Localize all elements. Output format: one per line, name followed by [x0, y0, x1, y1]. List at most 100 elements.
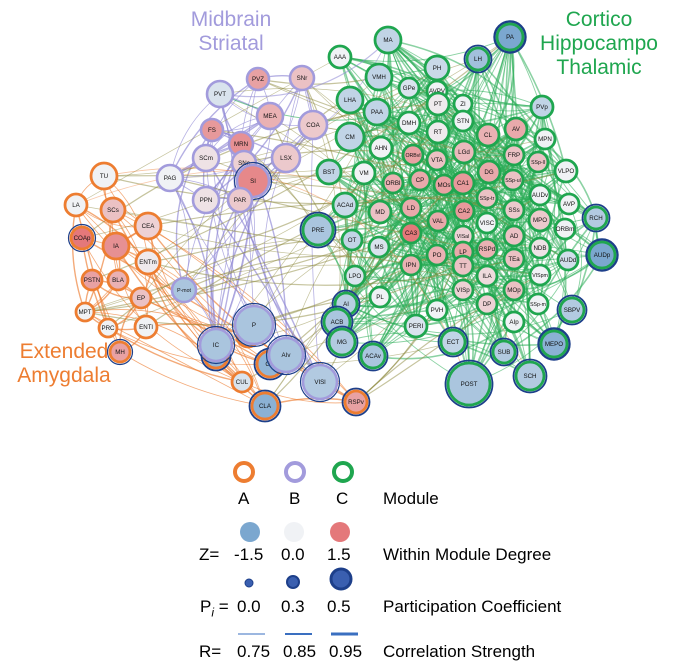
node-AD-circle — [502, 224, 526, 248]
node-TT-circle — [451, 254, 475, 278]
edge-SNr-AUDd — [301, 77, 569, 261]
node-ORBl-circle — [381, 171, 405, 195]
node-SSs-circle — [502, 198, 526, 222]
edge-AIv-STN — [285, 120, 464, 356]
node-AIp: AIp — [502, 310, 526, 334]
node-PT-label: PT — [434, 101, 442, 108]
node-AUDp-participation-ring — [585, 238, 619, 272]
node-CP-label: CP — [416, 177, 425, 184]
node-MPN-label: MPN — [538, 136, 552, 143]
node-AIv-label: AIv — [282, 352, 292, 359]
node-PAG-circle — [155, 163, 185, 193]
node-IPN: IPN — [399, 253, 423, 277]
node-FS: FS — [199, 117, 225, 143]
node-GU-label: GU — [265, 361, 274, 368]
node-CA2: CA2 — [452, 199, 476, 223]
node-PA-label: PA — [506, 34, 515, 41]
node-COAp-circle — [69, 225, 95, 251]
node-PSTN-label: PSTN — [84, 277, 101, 284]
node-AD: AD — [502, 224, 526, 248]
node-VM-label: VM — [359, 170, 368, 177]
node-DMH-circle — [396, 110, 422, 136]
node-DG-circle — [476, 159, 502, 185]
node-TT: TT — [451, 254, 475, 278]
node-PT: PT — [425, 91, 451, 117]
node-PSTN: PSTN — [80, 268, 104, 292]
node-AD-label: AD — [510, 233, 519, 240]
node-ACAd-label: ACAd — [337, 202, 354, 209]
node-VAL: VAL — [426, 209, 450, 233]
node-ACB-label: ACB — [331, 319, 344, 326]
node-LH-circle — [465, 46, 491, 72]
node-SBPV: SBPV — [556, 294, 588, 326]
node-SSp-tr: SSp-tr — [475, 186, 499, 210]
node-LA-label: LA — [72, 202, 80, 209]
node-AIp-circle — [502, 310, 526, 334]
node-PPN-circle — [191, 185, 221, 215]
node-VAL-label: VAL — [432, 218, 444, 225]
node-POST-circle — [446, 361, 492, 407]
node-LSX-circle — [270, 142, 302, 174]
node-IC: IC — [196, 325, 236, 365]
node-ILA-circle — [475, 264, 499, 288]
node-CLA-participation-ring — [248, 389, 282, 423]
edge-P-mot-IPN — [183, 255, 412, 291]
node-P-mot: P-mot — [170, 276, 198, 304]
node-TEa: TEa — [502, 247, 526, 271]
node-RT-label: RT — [434, 129, 442, 136]
legend-pi-high-dot — [329, 567, 353, 591]
node-PAR: PAR — [226, 186, 254, 214]
node-VISC-circle — [475, 211, 499, 235]
legend-pi-mid-label: 0.3 — [281, 597, 305, 616]
node-TU-circle — [89, 161, 119, 191]
node-BST-circle — [315, 158, 343, 186]
node-PVZ-label: PVZ — [252, 76, 264, 83]
node-LPO-label: LPO — [349, 273, 362, 280]
node-VTA-label: VTA — [431, 157, 443, 164]
node-LH-participation-ring — [463, 44, 493, 74]
node-LH-label: LH — [474, 56, 482, 63]
node-CUL: CUL — [230, 370, 254, 394]
node-SCs-circle — [99, 196, 127, 224]
legend-pi-title: Participation Coefficient — [383, 597, 562, 616]
node-DG-label: DG — [484, 169, 493, 176]
node-VISC: VISC — [475, 211, 499, 235]
node-ECT-participation-ring — [437, 326, 469, 358]
legend-r-prefix: R= — [199, 642, 222, 661]
node-GPe: GPe — [397, 76, 421, 100]
node-PL-circle — [368, 285, 392, 309]
node-AUDv-label: AUDv — [532, 192, 549, 199]
edge-AHN-ECT — [380, 147, 454, 343]
node-MD-label: MD — [375, 209, 385, 216]
node-ENTm-label: ENTm — [139, 259, 157, 266]
node-RCH-circle — [583, 205, 609, 231]
legend-module-c-label: C — [336, 489, 349, 508]
node-MG-participation-ring — [325, 325, 359, 359]
node-ORBvl: ORBvl — [401, 143, 425, 167]
node-SSp-ll: SSp-ll — [526, 150, 550, 174]
node-PAG: PAG — [155, 163, 185, 193]
node-SSp-ul-circle — [501, 168, 525, 192]
node-CA1-label: CA1 — [457, 180, 470, 187]
node-ACAv-participation-ring — [357, 340, 389, 372]
node-CLA-label: CLA — [259, 403, 272, 410]
legend-r-mid-label: 0.85 — [283, 642, 317, 661]
legend-pi-prefix-sub: i — [211, 605, 215, 620]
edge-VISl-FRP — [319, 154, 515, 383]
node-MEPO-participation-ring — [537, 327, 571, 361]
node-ACAd: ACAd — [331, 191, 359, 219]
node-AV: AV — [503, 116, 529, 142]
node-LD: LD — [399, 196, 423, 220]
node-VISpm-circle — [528, 263, 552, 287]
node-SNr: SNr — [288, 64, 316, 92]
node-CP-circle — [408, 168, 432, 192]
edge-TEa-VTA — [436, 159, 515, 260]
node-IPN-circle — [399, 253, 423, 277]
node-IA: IA — [101, 231, 131, 261]
node-VLPO-circle — [553, 158, 579, 184]
node-SSp-ll-label: SSp-ll — [531, 160, 545, 166]
node-LP-label: LP — [459, 249, 467, 256]
node-CL: CL — [475, 122, 501, 148]
node-PH-label: PH — [433, 65, 442, 72]
